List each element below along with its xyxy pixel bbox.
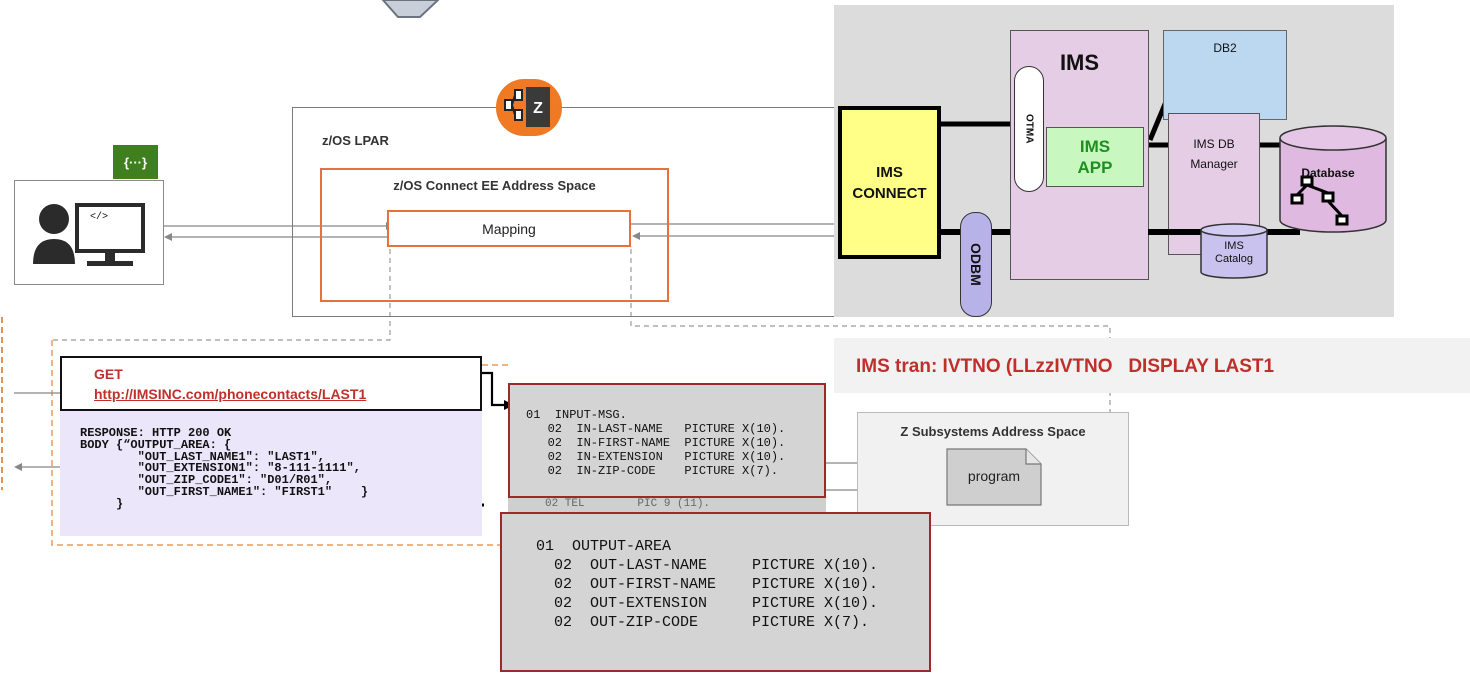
response-body: RESPONSE: HTTP 200 OK BODY {“OUTPUT_AREA… bbox=[80, 428, 368, 511]
request-header bbox=[60, 356, 482, 411]
z-subsystems-title: Z Subsystems Address Space bbox=[857, 424, 1129, 439]
program-label: program bbox=[946, 468, 1042, 484]
input-msg-text: 01 INPUT-MSG. 02 IN-LAST-NAME PICTURE X(… bbox=[526, 408, 785, 478]
database-label: Database bbox=[1278, 166, 1378, 180]
hidden-line-text: 02 TEL PIC 9 (11). bbox=[545, 498, 710, 510]
ims-transaction-label: IMS tran: IVTNO (LLzzIVTNO DISPLAY LAST1 bbox=[856, 356, 1274, 378]
http-method: GET bbox=[94, 366, 123, 382]
ims-catalog-label: IMS Catalog bbox=[1199, 240, 1269, 266]
request-url-link[interactable]: http://IMSINC.com/phonecontacts/LAST1 bbox=[94, 386, 366, 402]
output-area-text: 01 OUTPUT-AREA 02 OUT-LAST-NAME PICTURE … bbox=[536, 537, 878, 632]
database-cylinder-icon bbox=[1278, 124, 1388, 236]
